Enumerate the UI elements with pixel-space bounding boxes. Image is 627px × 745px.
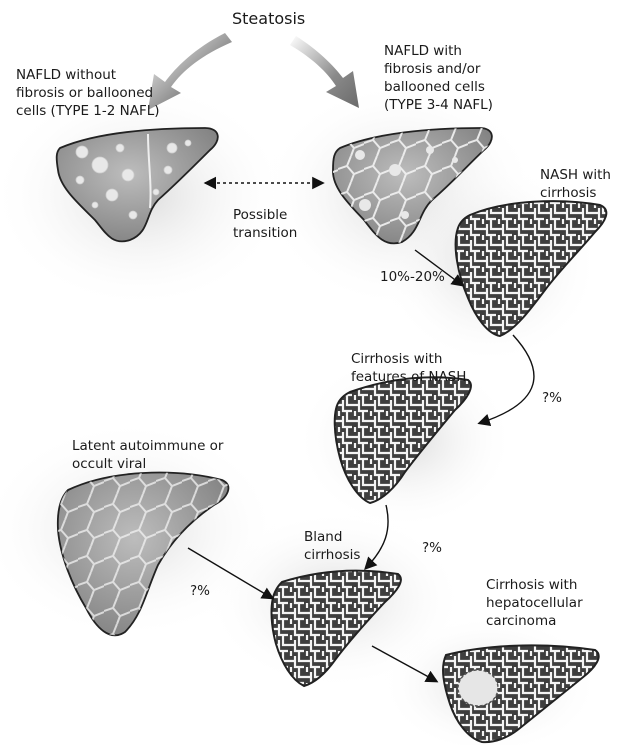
label-nash-cirrhosis: NASH with cirrhosis [540, 166, 611, 202]
label-latent: Latent autoimmune or occult viral [72, 437, 224, 473]
label-possible-transition: Possible transition [233, 206, 297, 242]
label-type-3-4-nafl: NAFLD with fibrosis and/or ballooned cel… [384, 42, 493, 114]
pct-latent-to-bland: ?% [190, 582, 210, 600]
diagram-title: Steatosis [232, 9, 305, 29]
hcc-tumor [458, 670, 498, 706]
pct-to-cirrhosis-features: ?% [542, 389, 562, 407]
label-hcc: Cirrhosis with hepatocellular carcinoma [486, 576, 583, 630]
pct-to-nash-cirrhosis: 10%-20% [380, 268, 445, 286]
label-bland-cirrhosis: Bland cirrhosis [304, 528, 360, 564]
label-type-1-2-nafl: NAFLD without fibrosis or ballooned cell… [16, 66, 160, 120]
label-cirrhosis-features-nash: Cirrhosis with features of NASH [351, 350, 466, 386]
steatosis-arrow-right [290, 36, 359, 108]
pct-features-to-bland: ?% [422, 539, 442, 557]
